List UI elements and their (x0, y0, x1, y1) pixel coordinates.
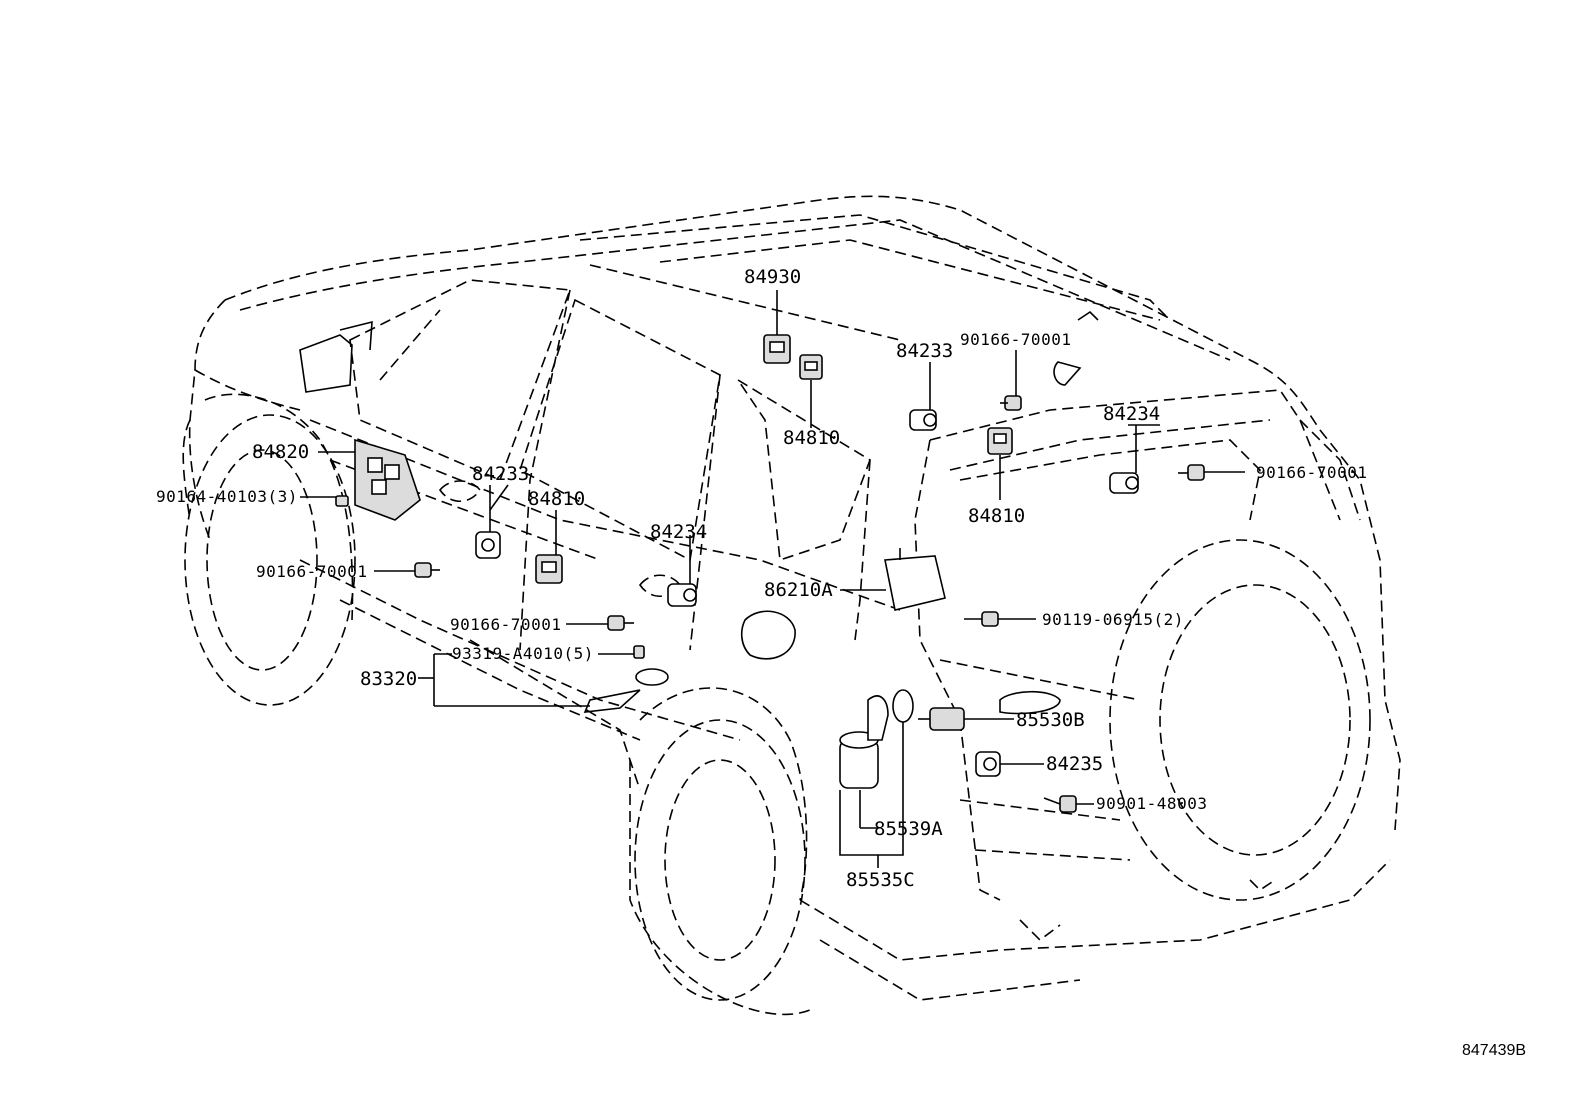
clip-93319-icon (633, 645, 645, 659)
screw-90166-right-icon (1178, 464, 1205, 481)
label-86210A: 86210A (764, 579, 833, 601)
label-84810-left: 84810 (528, 488, 585, 510)
screw-90166-left-icon (414, 562, 440, 578)
label-83320: 83320 (360, 668, 417, 690)
switch-84810-top-icon (799, 354, 823, 380)
label-85535C: 85535C (846, 869, 915, 891)
label-84820: 84820 (252, 441, 309, 463)
label-85539A: 85539A (874, 818, 943, 840)
vehicle-body-outline (182, 195, 1401, 1016)
outlet-cap-85535C-icon (892, 689, 914, 723)
courtesy-switch-84233-left-icon (475, 531, 501, 559)
label-90166-70001-top: 90166-70001 (960, 330, 1071, 349)
master-switch-84820-icon (354, 438, 421, 521)
label-90166-70001-mid: 90166-70001 (450, 615, 561, 634)
component-glyphs (335, 334, 1205, 813)
power-outlet-85539A-icon (839, 695, 889, 789)
label-90166-70001-right: 90166-70001 (1256, 463, 1367, 482)
screw-90166-top-icon (1000, 395, 1022, 411)
label-84235: 84235 (1046, 753, 1103, 775)
label-90166-70001-left: 90166-70001 (256, 562, 367, 581)
leader-lines (300, 290, 1245, 868)
screw-90166-mid-icon (607, 615, 634, 631)
part-labels: 84930 84810 84233 90166-70001 84234 9016… (156, 266, 1367, 891)
label-85530B: 85530B (1016, 709, 1085, 731)
courtesy-switch-84233-right-icon (909, 409, 937, 431)
label-84233-right: 84233 (896, 340, 953, 362)
label-90901-48003: 90901-48003 (1096, 794, 1207, 813)
label-84234-left: 84234 (650, 521, 707, 543)
label-84930: 84930 (744, 266, 801, 288)
screw-90901-icon (1043, 795, 1077, 813)
label-84810-top: 84810 (783, 427, 840, 449)
switch-84235-icon (975, 751, 1001, 777)
socket-85530B-icon (918, 707, 965, 731)
bolt-90119-icon (964, 611, 999, 627)
label-84233-left: 84233 (472, 463, 529, 485)
label-90119-06915: 90119-06915(2) (1042, 610, 1184, 629)
switch-84930-icon (763, 334, 791, 364)
courtesy-switch-84234-right-icon (1109, 472, 1139, 494)
switch-84810-left-icon (535, 554, 563, 584)
switch-84810-right-icon (987, 427, 1013, 455)
amplifier-86210A-icon (884, 548, 946, 611)
diagram-reference-code: 847439B (1462, 1042, 1526, 1059)
courtesy-switch-84234-left-icon (667, 583, 697, 607)
label-93319-A4010: 93319-A4010(5) (452, 644, 594, 663)
screw-90164-icon (335, 495, 349, 507)
label-84234-right: 84234 (1103, 403, 1160, 425)
label-90164-40103: 90164-40103(3) (156, 487, 298, 506)
fuel-sender-83320-icon (583, 668, 669, 713)
label-84810-right: 84810 (968, 505, 1025, 527)
